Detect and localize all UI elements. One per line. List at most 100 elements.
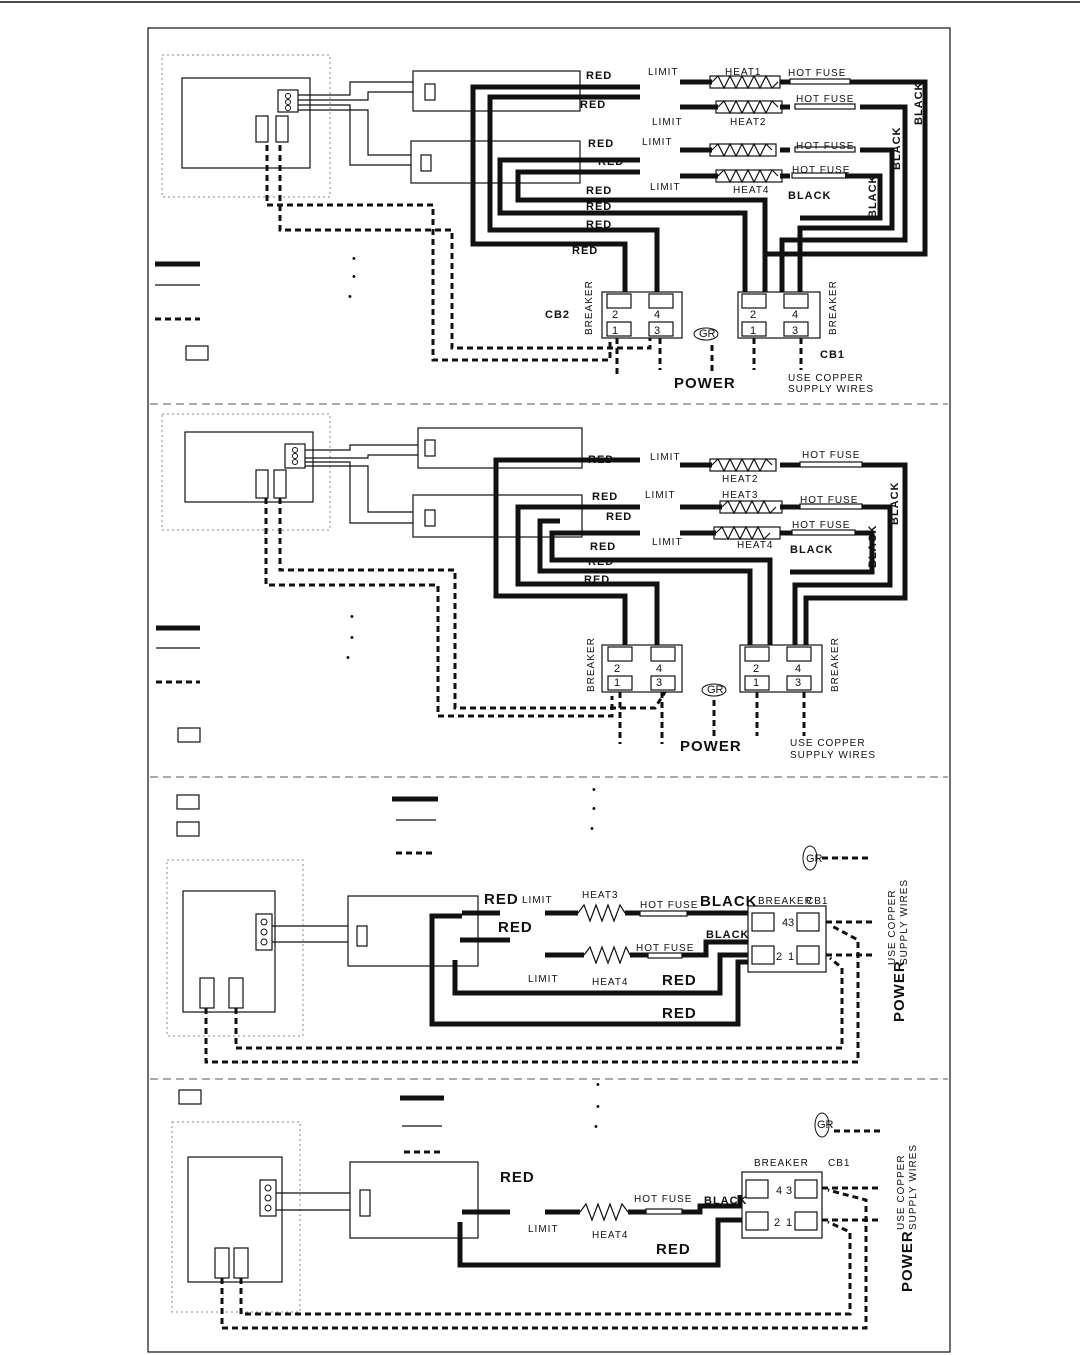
hot-fuse-label: HOT FUSE [640,900,698,911]
ground-label: GR [707,684,724,696]
terminal-number: 1 [786,1217,792,1229]
breaker-id: CB1 [806,896,828,907]
diagram-section-2: • • • RED RED RED RED RED RED LIMIT LIMI… [156,413,908,761]
copper-note: USE COPPER [790,738,866,749]
relay [275,115,289,143]
terminal-number: 3 [786,1185,792,1197]
diagram-section-1: • • • RED RED RED RED RED RED RED RED LI… [155,54,928,395]
thermostat-1 [412,70,581,112]
hot-fuse-label: HOT FUSE [792,165,850,176]
thermostat [347,895,479,967]
legend-dot: • [352,271,356,283]
page-border [147,27,951,1353]
copper-note: SUPPLY WIRES [899,879,910,965]
legend-dot: • [346,652,350,664]
ground-symbol [814,1112,830,1138]
legend-dot: • [594,1121,598,1133]
hot-fuse-label: HOT FUSE [636,943,694,954]
relay [255,115,269,143]
wire-label-red: RED [588,138,614,150]
wire-label-red: RED [586,219,612,231]
limit-label: LIMIT [642,137,673,148]
wire-label-black: BLACK [788,190,832,202]
terminal-number: 4 [654,309,660,321]
terminal-block [284,443,306,469]
terminal-number: 3 [795,677,801,689]
terminal-number: 3 [654,325,660,337]
breaker-id: CB1 [820,349,845,361]
ground-symbol [802,845,818,871]
wire-label-black: BLACK [704,1195,748,1207]
thermostat [349,1161,479,1239]
copper-note: SUPPLY WIRES [790,750,876,761]
heater-label: HEAT4 [592,977,629,988]
terminal-number: 4 [656,663,662,675]
wire-label-black: BLACK [867,175,879,219]
hot-fuse-label: HOT FUSE [796,141,854,152]
terminal-number: 2 [774,1217,780,1229]
limit-label: LIMIT [648,67,679,78]
wire-label-black: BLACK [867,525,879,569]
relay [233,1247,249,1279]
breaker-label: BREAKER [754,1158,809,1169]
hot-fuse-label: HOT FUSE [634,1194,692,1205]
wire-label-red: RED [572,245,598,257]
wire-label-black: BLACK [889,482,901,526]
control-enclosure [161,413,331,531]
terminal-number: 2 [776,951,782,963]
heater-label: HEAT2 [722,474,759,485]
terminal-number: 3 [656,677,662,689]
relay [199,977,215,1009]
terminal-number: 1 [750,325,756,337]
limit-label: LIMIT [652,117,683,128]
terminal-number: 2 [750,309,756,321]
copper-note: USE COPPER [887,889,898,965]
heater-label: HEAT3 [722,490,759,501]
relay [228,977,244,1009]
power-label: POWER [674,375,736,392]
relay [214,1247,230,1279]
heater-label: HEAT4 [592,1230,629,1241]
terminal-number: 2 [753,663,759,675]
copper-note: SUPPLY WIRES [788,384,874,395]
ground-symbol [701,683,727,697]
ground-symbol [693,327,719,341]
wire-label-red: RED [484,891,519,908]
limit-label: LIMIT [650,182,681,193]
wire-label-red: RED [656,1241,691,1258]
breaker-label: BREAKER [830,637,841,692]
legend-dot: • [592,803,596,815]
limit-label: LIMIT [652,537,683,548]
terminal-block [277,89,299,113]
terminal-number: 4 [795,663,801,675]
breaker-label: BREAKER [758,896,813,907]
wire-label-red: RED [592,491,618,503]
limit-label: LIMIT [645,490,676,501]
wire-label-black: BLACK [700,893,758,910]
relay [255,469,269,499]
terminal-number: 4 [776,1185,782,1197]
terminal-number: 3 [788,917,794,929]
wire-label-black: BLACK [790,544,834,556]
legend-dot: • [590,823,594,835]
hot-fuse-label: HOT FUSE [788,68,846,79]
limit-label: LIMIT [528,974,559,985]
legend-dot: • [350,611,354,623]
heater-label: HEAT4 [733,185,770,196]
copper-note: USE COPPER [896,1154,907,1230]
limit-label: LIMIT [522,895,553,906]
breaker-label: BREAKER [584,280,595,335]
wire-label-black: BLACK [913,82,925,126]
breaker-id: CB2 [545,309,570,321]
power-label: POWER [891,960,908,1022]
legend-dot: • [592,784,596,796]
terminal-block [259,1179,277,1217]
wire-label-red: RED [590,541,616,553]
ground-label: GR [699,328,716,340]
terminal-number: 2 [614,663,620,675]
diagram-section-4: • • • RED RED LIMIT HEAT4 HOT FUSE [171,1079,919,1330]
control-enclosure [166,859,304,1037]
wire-label-red: RED [662,1005,697,1022]
legend-dot: • [348,291,352,303]
